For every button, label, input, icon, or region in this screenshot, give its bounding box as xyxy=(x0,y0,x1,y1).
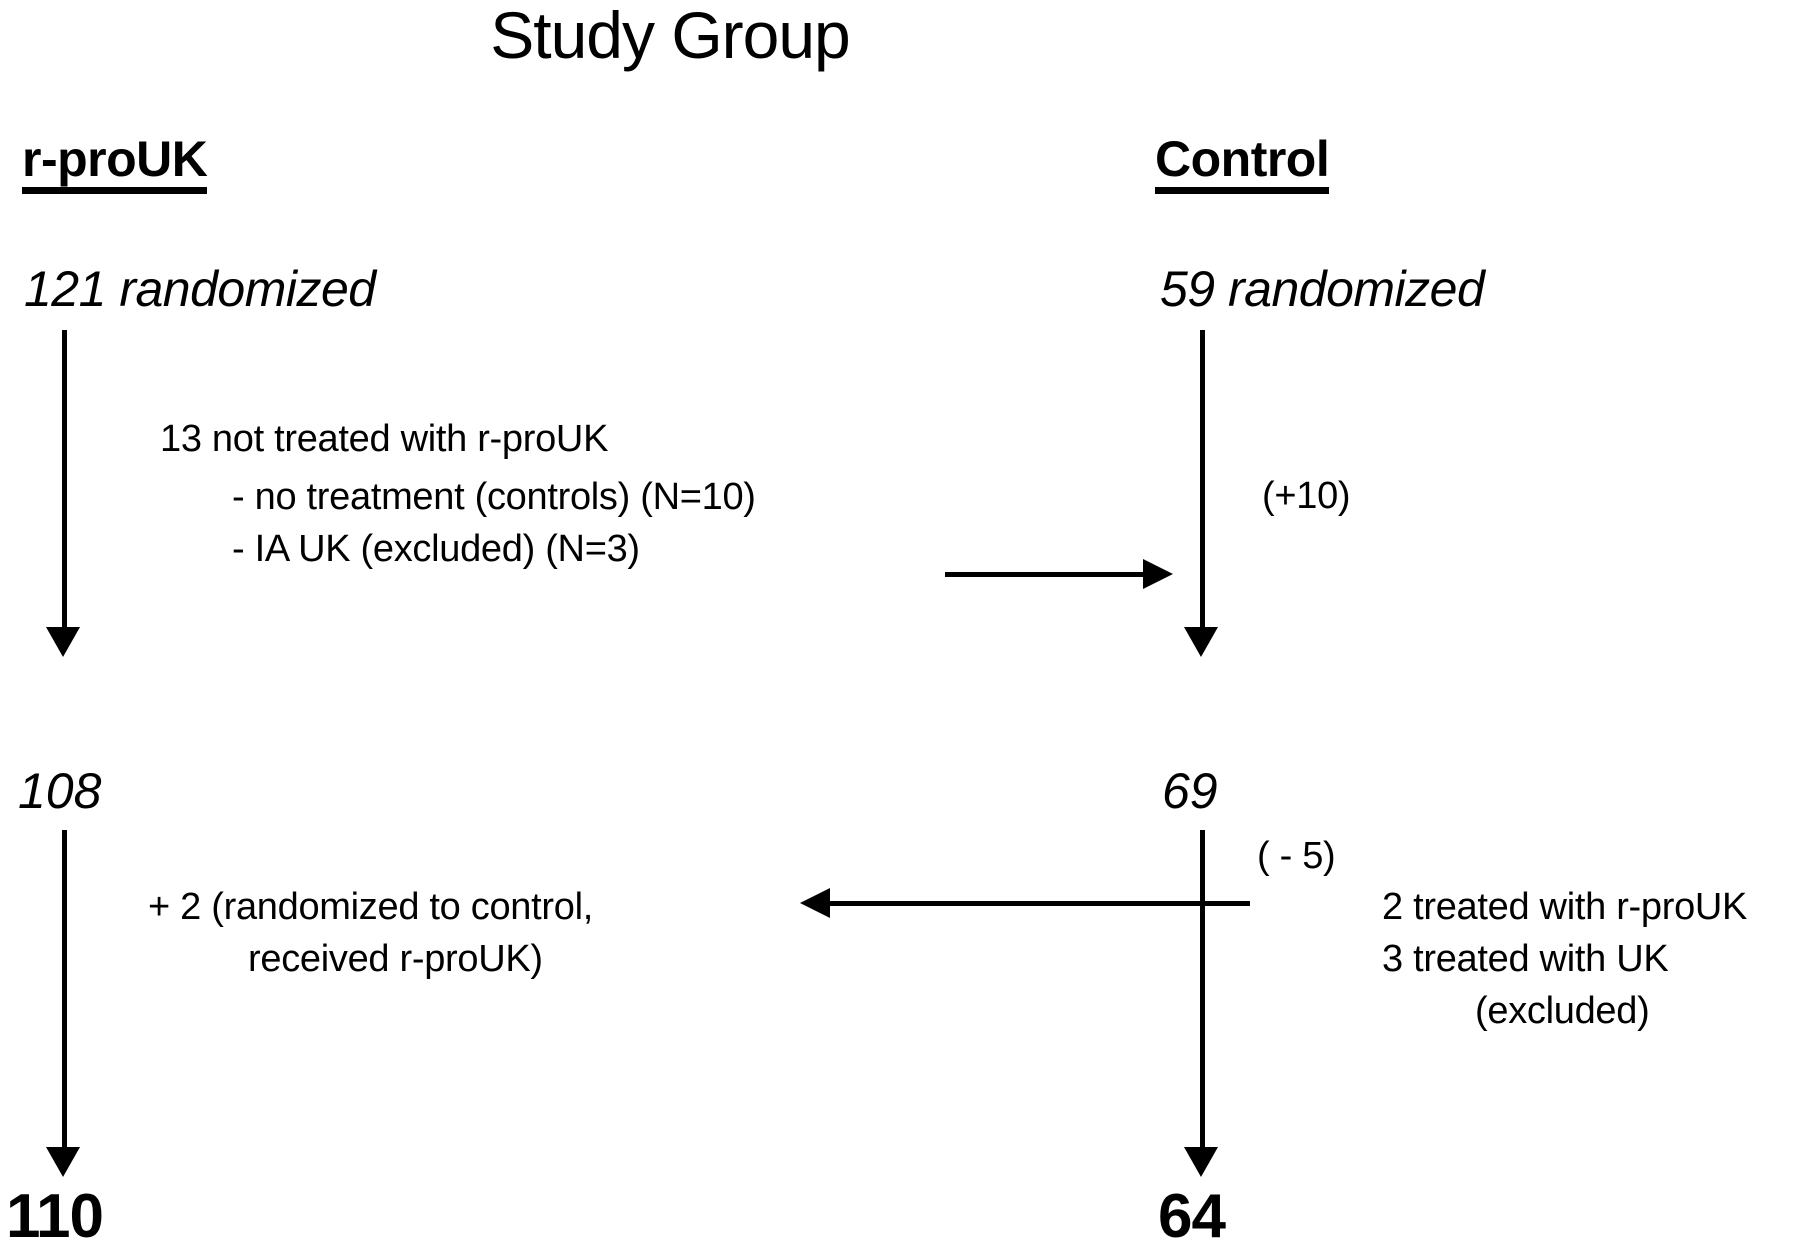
column-header-treatment: r-proUK xyxy=(22,134,208,194)
treatment-final-count: 110 xyxy=(6,1182,104,1251)
control-loss-note-excluded: (excluded) xyxy=(1475,990,1650,1032)
treatment-plus-two-label-line1: + 2 (randomized to control, xyxy=(148,886,593,928)
treatment-flow-arrow-2-shaft xyxy=(62,830,67,1150)
exclusion-heading: 13 not treated with r-proUK xyxy=(160,418,609,460)
control-loss-note-treated-with-uk: 3 treated with UK xyxy=(1382,938,1669,980)
treatment-plus-two-label-line2: received r-proUK) xyxy=(248,938,543,980)
control-final-count: 64 xyxy=(1158,1182,1226,1251)
column-header-control: Control xyxy=(1155,134,1330,194)
control-randomized-count: 59 randomized xyxy=(1160,261,1485,317)
control-plus-ten-label: (+10) xyxy=(1262,475,1351,517)
transfer-arrow-to-control-shaft xyxy=(945,572,1150,577)
column-header-treatment-label: r-proUK xyxy=(22,134,208,194)
transfer-arrow-to-treatment-shaft xyxy=(830,901,1250,906)
transfer-arrow-to-treatment-head xyxy=(800,888,830,918)
page-title: Study Group xyxy=(490,0,851,72)
column-header-control-label: Control xyxy=(1155,134,1330,194)
control-flow-arrow-2-shaft xyxy=(1200,830,1205,1150)
control-flow-arrow-2-head xyxy=(1184,1147,1218,1177)
treatment-stage2-count: 108 xyxy=(18,763,102,819)
treatment-flow-arrow-2-head xyxy=(46,1147,80,1177)
control-flow-arrow-1-head xyxy=(1184,627,1218,657)
treatment-flow-arrow-1-shaft xyxy=(62,330,67,630)
control-loss-note-treated-with-prouk: 2 treated with r-proUK xyxy=(1382,886,1748,928)
exclusion-item-ia-uk: - IA UK (excluded) (N=3) xyxy=(232,528,640,570)
transfer-arrow-to-control-head xyxy=(1143,559,1173,589)
control-flow-arrow-1-shaft xyxy=(1200,330,1205,630)
treatment-randomized-count: 121 randomized xyxy=(24,261,376,317)
treatment-flow-arrow-1-head xyxy=(46,627,80,657)
control-minus-five-label: ( - 5) xyxy=(1257,835,1336,877)
exclusion-item-no-treatment: - no treatment (controls) (N=10) xyxy=(232,476,756,518)
control-stage2-count: 69 xyxy=(1162,763,1218,819)
